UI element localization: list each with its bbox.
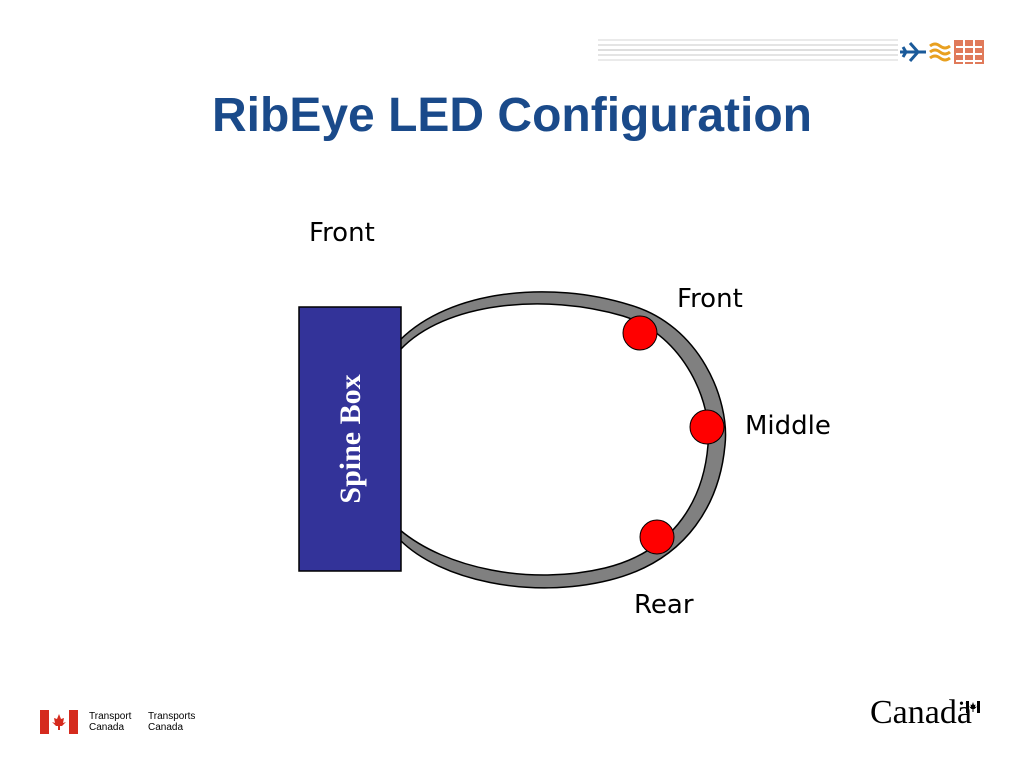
department-signature: Transport Canada Transports Canada <box>40 708 220 734</box>
canada-wordmark-text: Canadä <box>870 694 972 731</box>
led-middle <box>689 409 725 445</box>
rib-ring-inner <box>399 303 710 576</box>
led-rear <box>639 519 675 555</box>
led-front-label: Front <box>677 284 743 314</box>
department-en-line1: Transport <box>89 711 132 722</box>
banner-lines <box>598 39 898 61</box>
department-en-line2: Canada <box>89 722 125 733</box>
led-rear-label: Rear <box>634 590 694 620</box>
spine-box-label: Spine Box <box>334 374 367 503</box>
waves-icon <box>929 42 951 62</box>
canada-wordmark: Canadä <box>870 694 972 732</box>
led-middle-label: Middle <box>745 411 831 441</box>
airplane-icon <box>900 42 926 62</box>
canada-flag-icon <box>40 710 78 734</box>
led-front <box>622 315 658 351</box>
spine-box <box>298 306 402 572</box>
department-fr-line1: Transports <box>148 711 196 722</box>
rail-icon <box>954 40 984 64</box>
diagram-canvas: Spine Box <box>298 291 727 589</box>
top-front-label: Front <box>309 218 375 248</box>
slide-title: RibEye LED Configuration <box>212 89 812 142</box>
wordmark-flag-icon <box>966 701 980 713</box>
led-configuration-diagram: Spine Box Front Front Middle Rear <box>280 200 880 640</box>
header-banner <box>598 39 984 64</box>
department-fr-line2: Canada <box>148 722 184 733</box>
